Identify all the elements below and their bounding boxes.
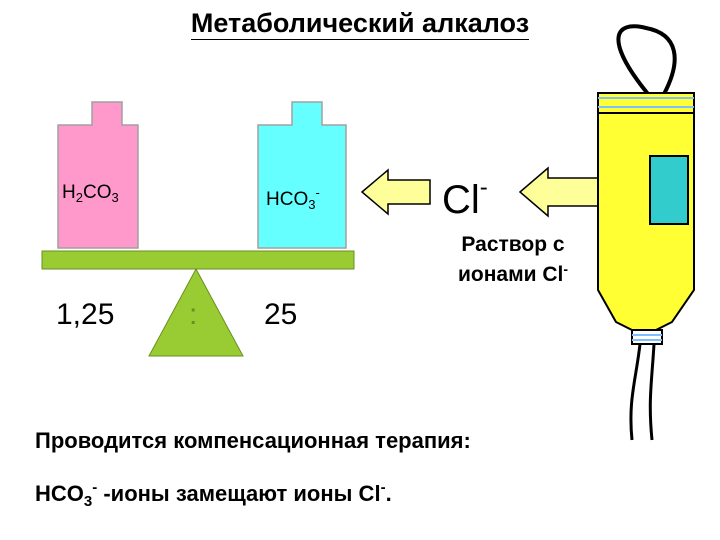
solution-label: Раствор с ионами Cl- xyxy=(457,233,569,286)
arrow-to-weight xyxy=(360,168,431,216)
right-weight-shape xyxy=(257,101,347,249)
iv-tube-right xyxy=(648,343,656,441)
balance-fulcrum xyxy=(148,267,244,357)
page-title: Метаболический алкалоз xyxy=(190,8,530,40)
right-value: 25 xyxy=(264,298,298,331)
bag-window xyxy=(649,155,689,225)
therapy-line-1: Проводится компенсационная терапия: xyxy=(35,428,471,453)
bag-hanger-loop xyxy=(616,24,677,96)
left-weight-label: H2CO3 xyxy=(62,182,119,205)
fulcrum-ratio-sign: : xyxy=(189,298,198,331)
left-value: 1,25 xyxy=(56,298,115,331)
iv-tube-left xyxy=(629,343,642,441)
balance-beam xyxy=(41,250,355,270)
right-weight-label: HCO3- xyxy=(266,185,320,212)
chloride-ion-label: Cl- xyxy=(442,174,488,222)
arrow-from-bag xyxy=(518,166,601,218)
left-weight-shape xyxy=(57,101,139,249)
therapy-line-2: HCO3- -ионы замещают ионы Cl-. xyxy=(35,479,392,510)
